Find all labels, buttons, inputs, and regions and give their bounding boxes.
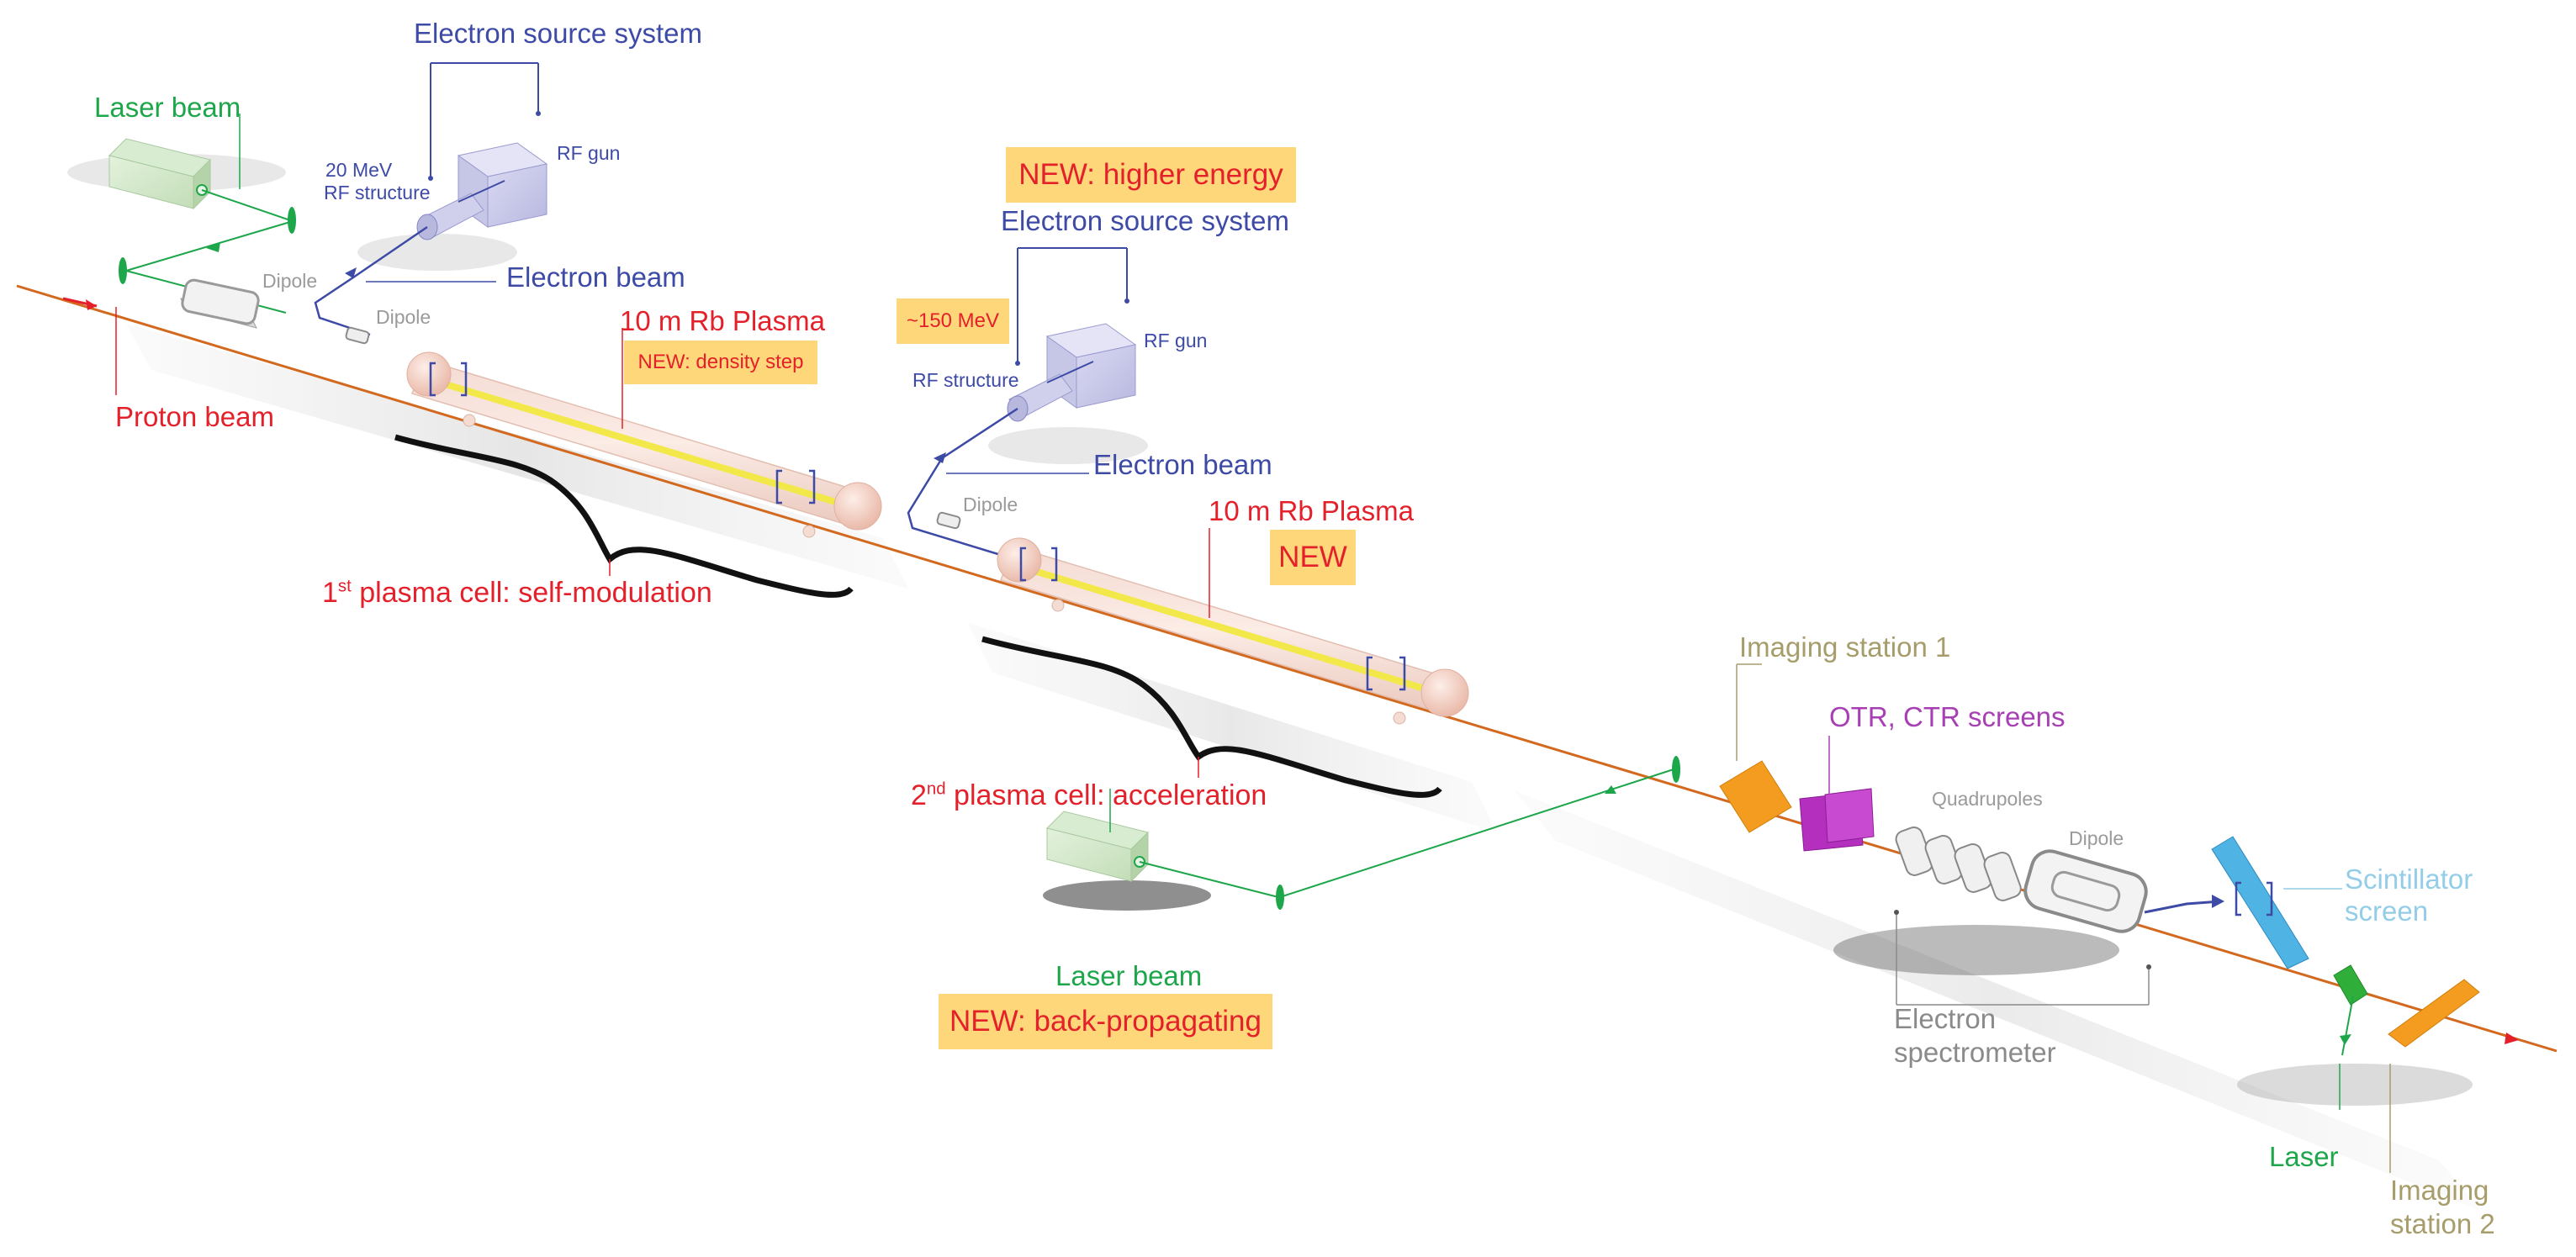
rf-structure-label-2: RF structure xyxy=(912,369,1019,391)
energy-20mev-label: 20 MeV xyxy=(325,159,393,181)
floor-shadows xyxy=(67,154,2481,1211)
rf-gun-label-1: RF gun xyxy=(557,142,621,164)
electron-source-label-1: Electron source system xyxy=(414,18,702,49)
cell-1-description: plasma cell: self-modulation xyxy=(351,577,712,609)
new-plasma-box: NEW xyxy=(1270,530,1356,585)
end-laser-device xyxy=(2333,964,2368,1110)
spectrometer-label-line-1: Electron xyxy=(1894,1003,1997,1034)
electron-beam-label-2: Electron beam xyxy=(1093,449,1272,480)
dipole-2 xyxy=(345,281,496,345)
laser-beam-label-1: Laser beam xyxy=(94,92,241,123)
quadrupoles-label: Quadrupoles xyxy=(1932,788,2043,810)
laser-1 xyxy=(108,138,296,314)
dipole-3 xyxy=(936,511,961,530)
imaging-station-2-label-line-2: station 2 xyxy=(2390,1208,2495,1239)
scintillator-screen-device xyxy=(2211,836,2342,969)
proton-beam-line xyxy=(16,284,2557,1053)
electron-beam-label-1: Electron beam xyxy=(506,261,685,293)
energy-150mev-box: ~150 MeV xyxy=(897,298,1009,344)
rf-gun-label-2: RF gun xyxy=(1144,330,1208,351)
electron-source-2 xyxy=(907,247,1137,557)
proton-arrow-in xyxy=(86,299,97,310)
cell-2-ordinal-suffix: nd xyxy=(926,779,946,799)
leader-lines xyxy=(115,114,1111,832)
rb-plasma-label-2: 10 m Rb Plasma xyxy=(1209,495,1414,526)
plasma-cell-1 xyxy=(394,328,882,598)
imaging-station-1-device xyxy=(1719,663,1792,833)
otr-ctr-label: OTR, CTR screens xyxy=(1829,701,2066,732)
laser-mirror-4 xyxy=(1672,756,1680,783)
plasma-cell-2-label: 2nd plasma cell: acceleration xyxy=(911,779,1267,811)
spectrometer-bracket xyxy=(1894,910,2151,1006)
laser-label: Laser xyxy=(2269,1141,2339,1172)
spectrometer-label-line-2: spectrometer xyxy=(1894,1037,2056,1068)
scintillator-label-line-2: screen xyxy=(2345,895,2429,927)
dipole-4 xyxy=(2023,849,2224,933)
laser-mirror-1 xyxy=(288,207,296,234)
electron-source-1 xyxy=(314,62,548,336)
plasma-cell-2 xyxy=(981,528,1469,798)
rf-structure-label-1: RF structure xyxy=(324,182,431,203)
plasma-cell-1-label: 1st plasma cell: self-modulation xyxy=(322,577,712,609)
cell-2-description: plasma cell: acceleration xyxy=(945,779,1267,811)
proton-beam-label: Proton beam xyxy=(115,401,274,432)
otr-ctr-screens-device xyxy=(1799,736,1875,852)
new-back-propagating-box: NEW: back-propagating xyxy=(939,994,1272,1049)
dipole-label-4: Dipole xyxy=(2069,827,2124,849)
dipole-label-2: Dipole xyxy=(376,306,431,328)
new-higher-energy-box: NEW: higher energy xyxy=(1006,147,1296,203)
proton-arrow-out xyxy=(2505,1033,2519,1044)
imaging-station-2-label-line-1: Imaging xyxy=(2390,1175,2489,1206)
cell-2-ordinal: 2 xyxy=(911,779,927,811)
cell-1-ordinal-suffix: st xyxy=(337,577,352,596)
imaging-station-1-label: Imaging station 1 xyxy=(1739,631,1951,663)
cell-1-ordinal: 1 xyxy=(322,577,338,609)
laser-beam-label-2: Laser beam xyxy=(1055,960,1203,991)
rb-plasma-label-1: 10 m Rb Plasma xyxy=(620,305,825,336)
imaging-station-2-device xyxy=(2388,979,2480,1173)
dipole-1 xyxy=(180,278,260,329)
dipole-label-1: Dipole xyxy=(262,270,318,292)
dipole-label-3: Dipole xyxy=(963,494,1018,515)
quadrupoles-device xyxy=(1895,826,2022,901)
electron-source-label-2: Electron source system xyxy=(1001,205,1289,236)
new-density-step-box: NEW: density step xyxy=(624,341,817,384)
laser-2 xyxy=(1046,756,1680,910)
laser-mirror-2 xyxy=(119,257,127,284)
scintillator-label-line-1: Scintillator xyxy=(2345,864,2473,895)
